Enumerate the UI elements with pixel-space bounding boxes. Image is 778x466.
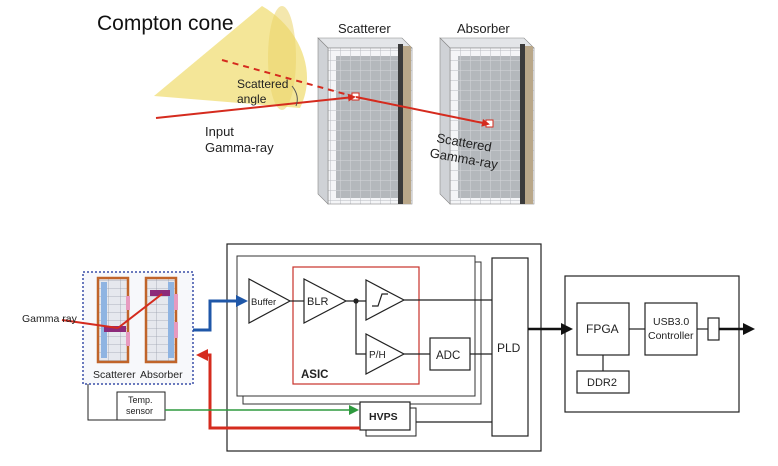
asic-box [292,266,420,385]
usb-connector [707,317,720,341]
scatterer-bottom-label: Scatterer [93,369,136,381]
blue-signal-line [193,295,248,332]
input-gamma-ray [155,93,356,119]
temp-sensor-connector [87,384,117,421]
shaper-symbol [372,293,388,307]
absorber-bottom-label: Absorber [140,369,183,381]
scatterer-block [317,37,413,205]
cone-axis-dashed [221,59,353,97]
cone-rim [268,6,296,110]
usb-controller-label: USB3.0 Controller [648,316,694,342]
scattered-gamma-label: Scattered Gamma-ray [429,129,502,172]
input-gamma-label: Input Gamma-ray [205,124,274,155]
pld-label: PLD [497,341,521,355]
scattered-angle-label: Scattered angle [237,77,292,106]
temp-sensor-label: Temp. sensor [126,395,155,416]
angle-arc [291,85,298,107]
absorber-top-label: Absorber [457,21,510,36]
gamma-ray-scatter [117,293,163,329]
usb-controller-block [644,302,698,356]
gamma-ray-label: Gamma ray [22,313,78,325]
buffer-amplifier [248,277,292,325]
absorber-block [439,37,535,205]
ph-label: P/H [369,350,386,361]
asic-label: ASIC [301,369,328,381]
shaper-amplifier [365,279,406,321]
ddr2-label: DDR2 [587,377,617,389]
gamma-ray-in [61,319,119,329]
buffer-label: Buffer [251,297,276,308]
temp-sensor-block [116,391,166,421]
red-hv-line [196,349,360,430]
pld-block [491,257,529,437]
hvps-label: HVPS [369,411,398,423]
scattered-gamma-ray [355,96,490,127]
scatterer-top-label: Scatterer [338,21,391,36]
compton-illustration: Compton cone Scatterer Absorber Scattere… [97,6,535,205]
blr-label: BLR [307,296,328,308]
compton-cone [154,6,308,108]
fpga-label: FPGA [586,322,619,336]
adc-label: ADC [436,350,460,362]
compton-cone-title: Compton cone [97,12,234,35]
detector-panel: Scatterer Absorber [61,271,194,385]
block-diagram: Scatterer Absorber Gamma ray Buffer BLR … [22,243,755,452]
hvps-block [359,401,411,431]
